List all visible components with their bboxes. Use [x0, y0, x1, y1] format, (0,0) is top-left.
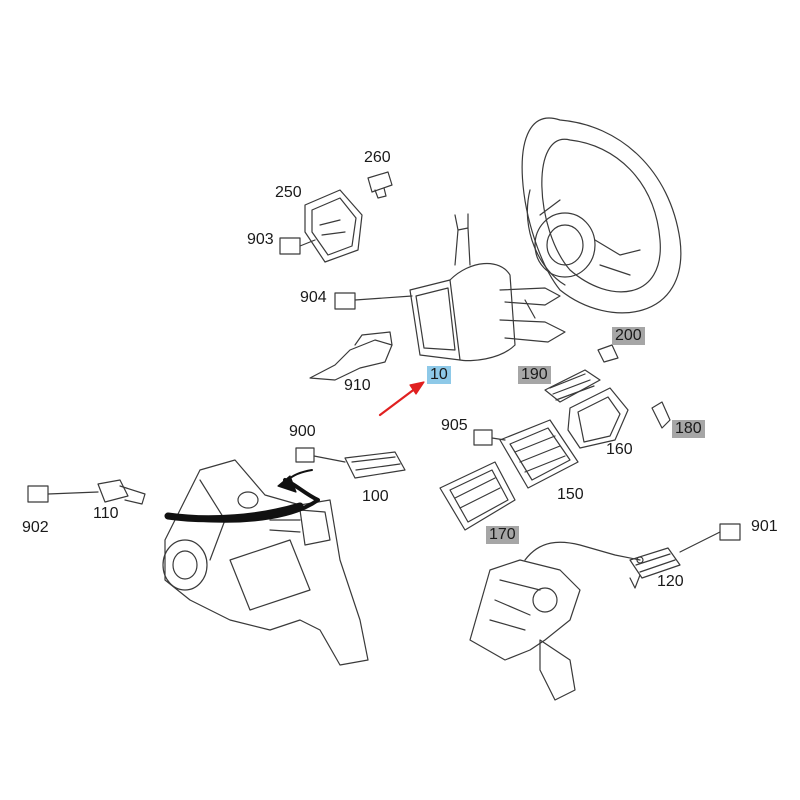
label-190: 190: [518, 366, 551, 384]
label-180: 180: [672, 420, 705, 438]
label-170: 170: [486, 526, 519, 544]
label-120: 120: [657, 573, 684, 590]
label-200: 200: [612, 327, 645, 345]
part-260-clip: [367, 171, 393, 199]
label-10: 10: [427, 366, 451, 384]
part-905-connector: [473, 429, 493, 446]
leader-900: [313, 455, 346, 463]
part-902-connector: [27, 485, 49, 503]
part-150-switch-panel: [499, 419, 579, 489]
leader-901: [679, 531, 721, 553]
part-904-connector: [334, 292, 356, 310]
part-190-switch: [544, 369, 601, 403]
label-260: 260: [364, 149, 391, 166]
part-170-switch-panel: [439, 461, 516, 531]
leader-903: [299, 239, 316, 247]
part-900-connector: [295, 447, 315, 463]
label-904: 904: [300, 289, 327, 306]
part-160-switch: [567, 387, 629, 449]
leader-904: [354, 295, 413, 301]
leader-905: [491, 437, 506, 441]
part-250-module: [304, 189, 363, 263]
part-901-connector: [719, 523, 741, 541]
part-120-sensor: [629, 547, 681, 589]
pedal-assembly: [469, 541, 644, 701]
part-903-connector: [279, 237, 301, 255]
steering-column-switch: [409, 213, 566, 362]
red-arrow: [378, 381, 425, 417]
label-901: 901: [751, 518, 778, 535]
label-905: 905: [441, 417, 468, 434]
part-110-sensor: [97, 479, 146, 505]
leader-902: [47, 491, 99, 495]
part-200-switch: [597, 344, 619, 363]
label-150: 150: [557, 486, 584, 503]
label-902: 902: [22, 519, 49, 536]
part-910-bracket: [309, 331, 393, 381]
label-900: 900: [289, 423, 316, 440]
part-180-switch: [651, 401, 671, 429]
pedal-bracket-assembly: [162, 459, 369, 666]
label-100: 100: [362, 488, 389, 505]
label-910: 910: [344, 377, 371, 394]
steering-wheel: [521, 117, 682, 314]
black-curved-arrow: [164, 469, 320, 523]
label-250: 250: [275, 184, 302, 201]
part-100-sensor: [344, 451, 406, 479]
label-903: 903: [247, 231, 274, 248]
label-110: 110: [93, 505, 119, 522]
label-160: 160: [606, 441, 633, 458]
